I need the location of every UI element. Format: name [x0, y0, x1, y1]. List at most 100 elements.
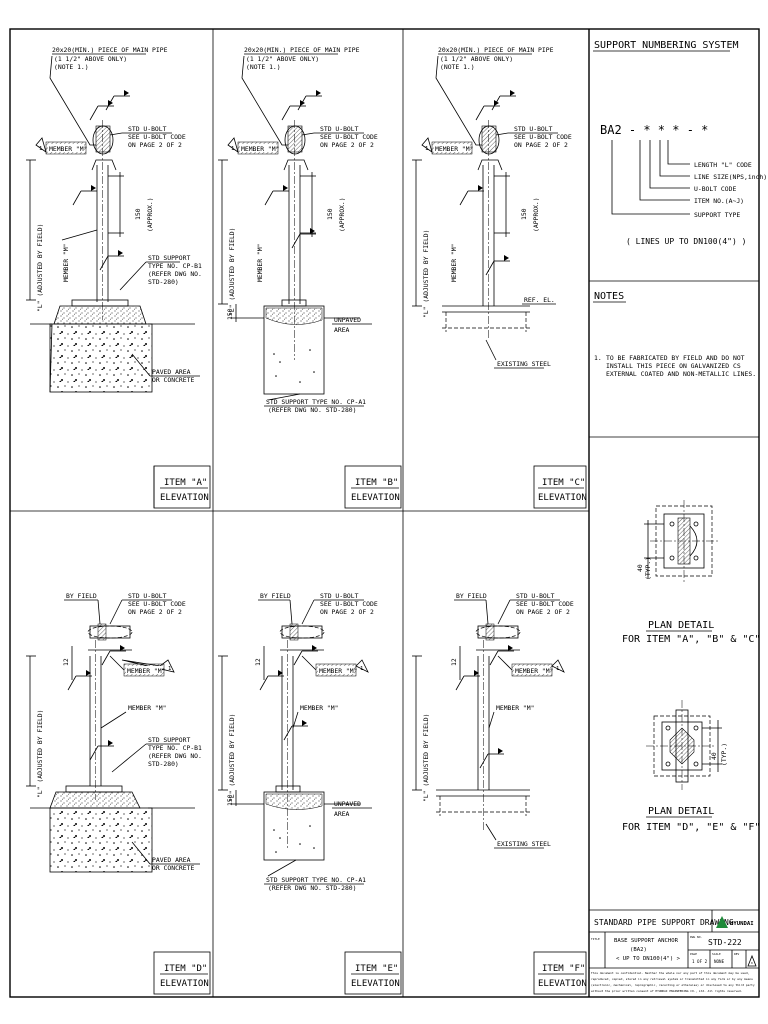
label-above-only-c: (1 1/2" ABOVE ONLY)	[440, 55, 513, 63]
dim-l-adjusted-b: "L" (ADJUSTED BY FIELD)	[228, 228, 236, 317]
label-member-m-f2: MEMBER "M"	[496, 704, 534, 712]
item-d-label: ITEM "D"	[164, 964, 207, 974]
plan-abc-typ: (TYP.)	[644, 557, 652, 580]
numbering-ubolt-code: U-BOLT CODE	[694, 185, 736, 193]
dim-150-base-e: 150	[226, 794, 234, 806]
item-a-detail: 20x20(MIN.) PIECE OF MAIN PIPE (1 1/2" A…	[26, 46, 211, 509]
label-member-m-d: MEMBER "M"	[127, 667, 165, 675]
label-above-only-b: (1 1/2" ABOVE ONLY)	[246, 55, 319, 63]
svg-text:1: 1	[168, 666, 171, 672]
label-by-field-e: BY FIELD	[260, 592, 291, 600]
label-or-concrete: OR CONCRETE	[152, 376, 194, 384]
label-area-e: AREA	[334, 810, 350, 818]
item-a-elevation: ELEVATION	[160, 493, 209, 503]
title-desc2: (BA2)	[630, 947, 647, 953]
plan-def-dim-40: 40	[710, 752, 718, 760]
label-member-m-b: MEMBER "M"	[241, 145, 279, 153]
dim-l-adjusted-e: "L" (ADJUSTED BY FIELD)	[228, 714, 236, 803]
title-label: TITLE	[591, 937, 600, 941]
numbering-length: LENGTH "L" CODE	[694, 161, 752, 169]
dim-12-d: 12	[62, 658, 70, 666]
dim-150-b: 150	[326, 208, 334, 220]
dim-150-base-b: 150	[226, 308, 234, 320]
numbering-item-no: ITEM NO.(A~J)	[694, 197, 744, 205]
label-note1-b: (NOTE 1.)	[246, 63, 281, 71]
rev-value: 0	[751, 961, 753, 965]
plan-def-title: PLAN DETAIL	[648, 806, 714, 817]
note1-line2: INSTALL THIS PIECE ON GALVANIZED CS	[606, 362, 741, 370]
label-by-field: BY FIELD	[66, 592, 97, 600]
label-std-ubolt-e: STD U-BOLT	[320, 592, 359, 600]
dwg-no: STD-222	[708, 938, 742, 947]
item-b-elevation: ELEVATION	[351, 493, 400, 503]
numbering-code: BA2 - * * * - *	[600, 123, 708, 137]
numbering-support-type: SUPPORT TYPE	[694, 211, 740, 219]
item-d-detail: BY FIELD STD U-BOLT SEE U-BOLT CODE ON P…	[26, 592, 211, 995]
label-see-ubolt-code-d: SEE U-BOLT CODE	[128, 600, 186, 608]
label-see-ubolt-code-c: SEE U-BOLT CODE	[514, 133, 572, 141]
label-see-ubolt-code-f: SEE U-BOLT CODE	[516, 600, 574, 608]
item-a-label: ITEM "A"	[164, 478, 207, 488]
svg-text:1: 1	[556, 666, 559, 672]
plan-def-typ: (TYP.)	[720, 743, 728, 766]
label-see-ubolt-code-e: SEE U-BOLT CODE	[320, 600, 378, 608]
notes-title: NOTES	[594, 291, 624, 302]
label-std-ubolt-b: STD U-BOLT	[320, 125, 359, 133]
label-member-m-vert-c: MEMBER "M"	[450, 244, 458, 282]
note1-line1: TO BE FABRICATED BY FIELD AND DO NOT	[606, 354, 745, 362]
disclaimer-line1: This document is confidential. Neither t…	[591, 971, 750, 975]
label-std-ubolt-c: STD U-BOLT	[514, 125, 553, 133]
label-existing-steel: EXISTING STEEL	[497, 360, 551, 368]
plan-detail-def: 40 (TYP.) PLAN DETAIL FOR ITEM "D", "E" …	[622, 700, 760, 833]
disclaimer-line3: (electronic, mechanical, reprographic, r…	[591, 983, 755, 987]
label-on-page-f: ON PAGE 2 OF 2	[516, 608, 570, 616]
dim-l-adjusted-f: "L" (ADJUSTED BY FIELD)	[422, 714, 430, 803]
label-on-page: ON PAGE 2 OF 2	[128, 141, 182, 149]
label-std-ubolt-f: STD U-BOLT	[516, 592, 555, 600]
label-refer-dwg: (REFER DWG NO.	[148, 270, 202, 278]
label-on-page-b: ON PAGE 2 OF 2	[320, 141, 374, 149]
label-member-m-e: MEMBER "M"	[319, 667, 357, 675]
label-type-cpb1-d: TYPE NO. CP-B1	[148, 744, 202, 752]
label-note1-c: (NOTE 1.)	[440, 63, 475, 71]
label-member-m-d2: MEMBER "M"	[128, 704, 166, 712]
label-std-ubolt: STD U-BOLT	[128, 125, 167, 133]
label-ref-el: REF. EL.	[524, 296, 555, 304]
label-member-m-c: MEMBER "M"	[435, 145, 473, 153]
revision-triangle-icon	[747, 954, 757, 967]
label-main-pipe-piece: 20x20(MIN.) PIECE OF MAIN PIPE	[52, 46, 168, 54]
dim-12-e: 12	[254, 658, 262, 666]
item-f-label: ITEM "F"	[542, 964, 585, 974]
note1-line3: EXTERNAL COATED AND NON-METALLIC LINES.	[606, 370, 756, 378]
item-e-elevation: ELEVATION	[351, 979, 400, 989]
label-unpaved-e: UNPAVED	[334, 800, 361, 808]
numbering-title: SUPPORT NUMBERING SYSTEM	[594, 40, 739, 51]
dim-approx-c: (APPROX.)	[532, 197, 540, 232]
scale-value: NONE	[714, 959, 725, 964]
plan-abc-for: FOR ITEM "A", "B" & "C"	[622, 634, 760, 645]
label-type-cpb1: TYPE NO. CP-B1	[148, 262, 202, 270]
label-std-280: STD-280)	[148, 278, 179, 286]
svg-text:1: 1	[231, 146, 234, 152]
label-std-support: STD SUPPORT	[148, 254, 190, 262]
plan-detail-abc: 40 (TYP.) PLAN DETAIL FOR ITEM "A", "B" …	[622, 500, 760, 645]
page-label: PAGE	[690, 952, 697, 956]
page-value: 1 OF 2	[692, 959, 708, 964]
label-existing-steel-f: EXISTING STEEL	[497, 840, 551, 848]
label-paved-area: PAVED AREA	[152, 368, 191, 376]
item-f-elevation: ELEVATION	[538, 979, 587, 989]
label-std-support-cpa1-e: STD SUPPORT TYPE NO. CP-A1	[266, 876, 366, 884]
item-e-label: ITEM "E"	[355, 964, 398, 974]
svg-text:1: 1	[360, 666, 363, 672]
notes-panel: NOTES 1. TO BE FABRICATED BY FIELD AND D…	[593, 291, 756, 378]
item-c-elevation: ELEVATION	[538, 493, 587, 503]
dim-150: 150	[134, 208, 142, 220]
dim-12-f: 12	[450, 658, 458, 666]
title-block-drawing-title: STANDARD PIPE SUPPORT DRAWING	[594, 918, 734, 927]
label-member-m-e2: MEMBER "M"	[300, 704, 338, 712]
svg-text:1: 1	[39, 146, 42, 152]
label-std-support-d: STD SUPPORT	[148, 736, 190, 744]
plan-abc-title: PLAN DETAIL	[648, 620, 714, 631]
label-member-m: MEMBER "M"	[49, 145, 87, 153]
label-member-m-vert-b: MEMBER "M"	[256, 244, 264, 282]
